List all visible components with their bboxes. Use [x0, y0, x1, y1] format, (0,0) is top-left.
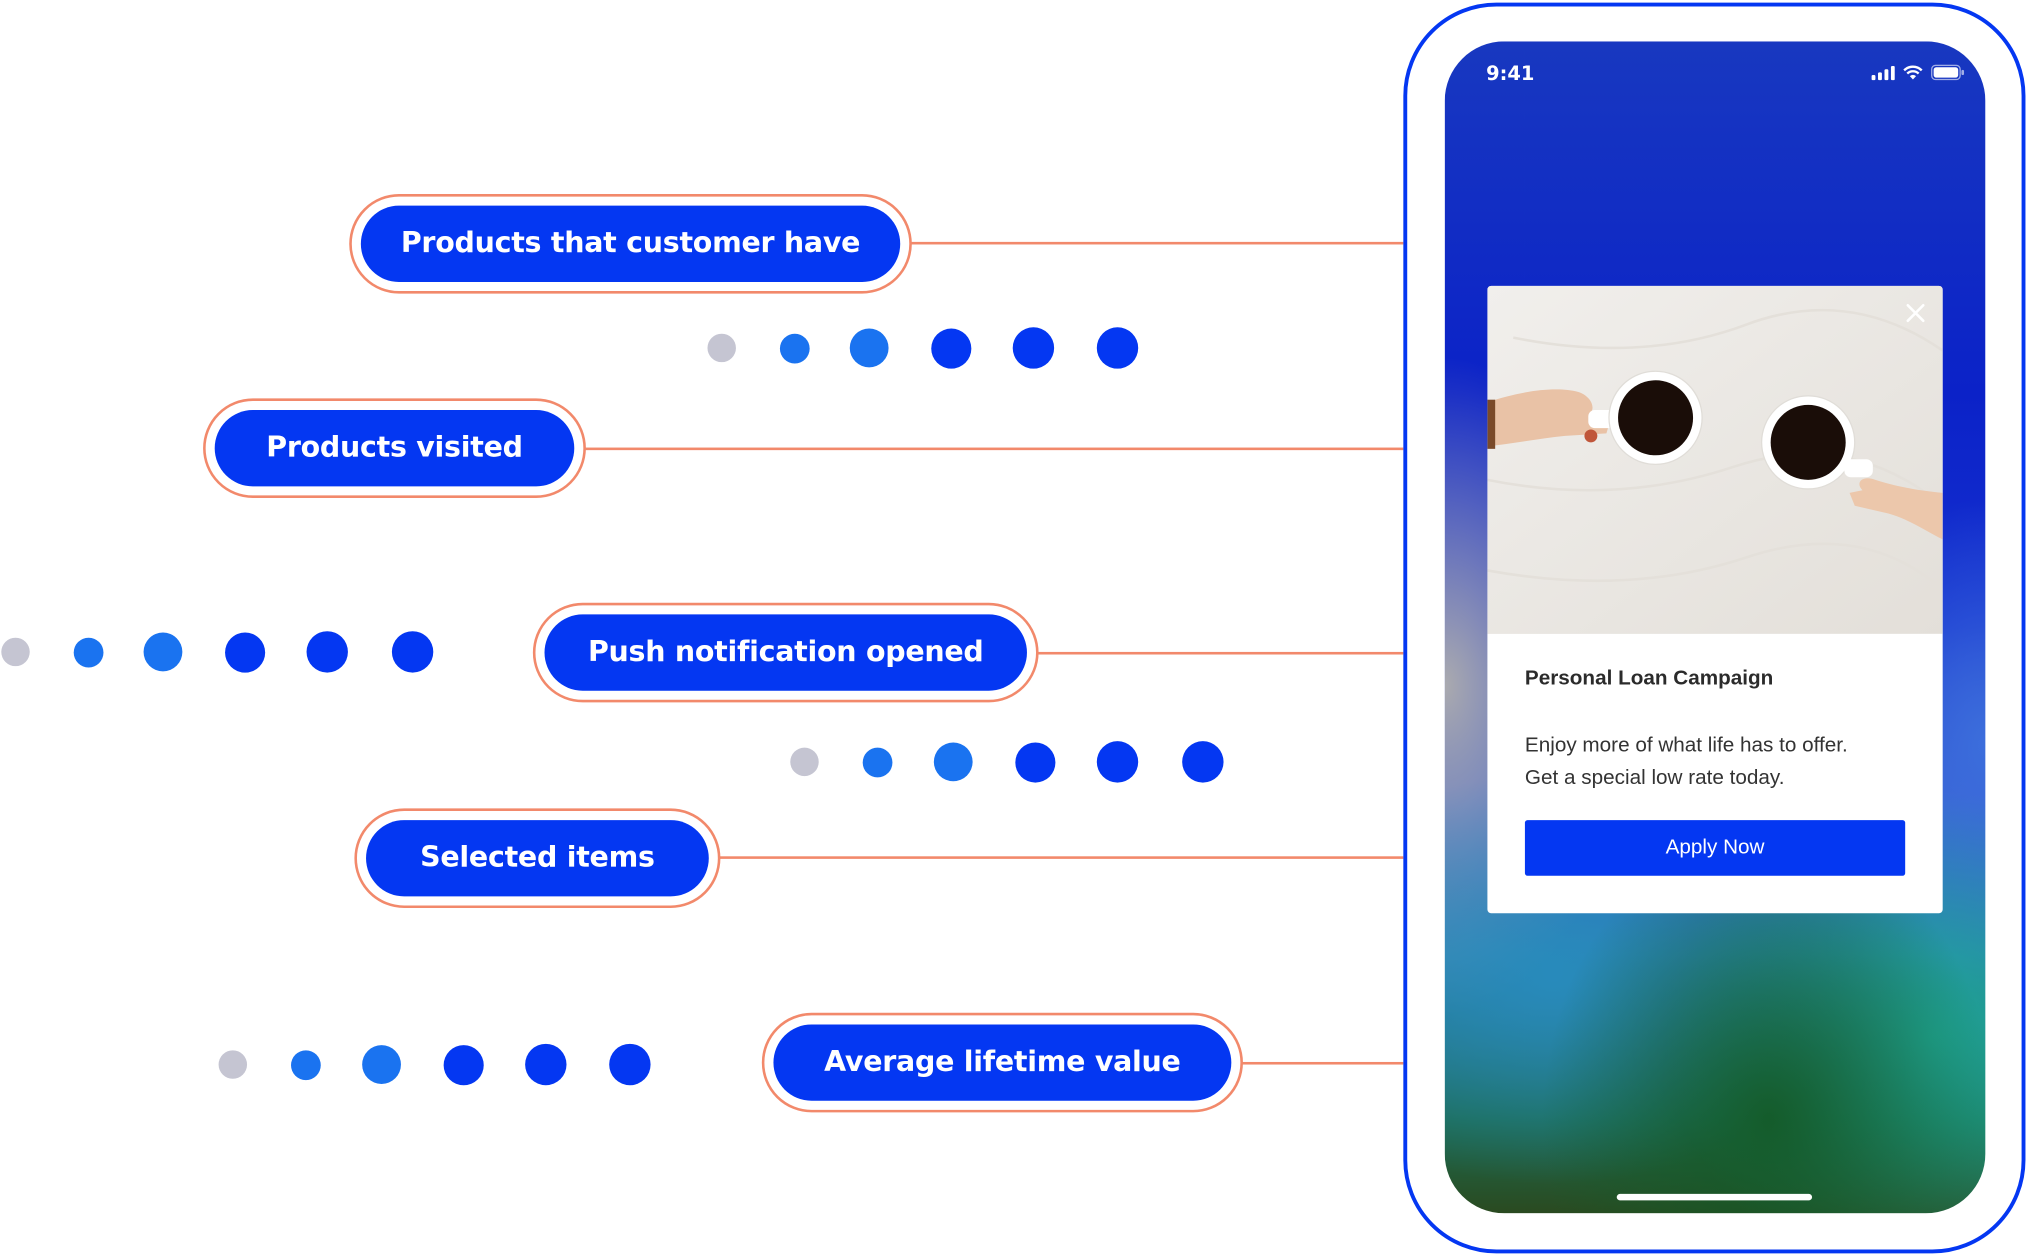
label-pill-ring: Push notification opened	[532, 602, 1039, 703]
progress-dot	[779, 333, 810, 363]
progress-dot	[391, 631, 434, 673]
card-body: Enjoy more of what life has to offer. Ge…	[1525, 730, 1913, 795]
progress-dot	[290, 1049, 321, 1080]
label-pill-ring: Products visited	[203, 398, 586, 498]
progress-dot	[73, 637, 103, 667]
campaign-card: Personal Loan Campaign Enjoy more of wha…	[1487, 285, 1943, 914]
label-products-visited: Products visited	[214, 410, 575, 487]
label-pill-ring: Average lifetime value	[761, 1012, 1243, 1113]
progress-dot	[707, 333, 736, 363]
progress-dot	[442, 1044, 484, 1085]
progress-dot	[1182, 741, 1224, 783]
status-time: 9:41	[1486, 62, 1535, 86]
progress-dot	[1012, 327, 1055, 369]
progress-dot	[862, 746, 892, 777]
progress-dot	[1, 637, 30, 667]
label-push-notification-opened: Push notification opened	[544, 614, 1027, 691]
connector-line	[905, 241, 1404, 245]
connector-line	[579, 447, 1404, 451]
progress-dot	[1096, 327, 1139, 369]
progress-dot	[218, 1050, 248, 1079]
coffee-illustration	[1487, 285, 1943, 634]
progress-dot	[609, 1043, 651, 1086]
label-products-customer-have: Products that customer have	[360, 205, 901, 282]
card-title: Personal Loan Campaign	[1524, 667, 1774, 690]
progress-dot	[930, 327, 971, 369]
progress-dot	[224, 631, 265, 672]
home-indicator[interactable]	[1616, 1193, 1813, 1201]
signal-icon	[1871, 65, 1895, 80]
phone-screen: 9:41	[1444, 41, 1986, 1214]
connector-line	[715, 856, 1404, 859]
progress-dot	[362, 1045, 401, 1084]
label-average-lifetime-value: Average lifetime value	[773, 1024, 1232, 1101]
progress-dot	[933, 742, 973, 782]
label-selected-items: Selected items	[366, 820, 709, 897]
progress-dot	[1096, 741, 1139, 783]
close-icon[interactable]	[1904, 301, 1927, 324]
progress-dot	[143, 632, 183, 672]
progress-dot	[1014, 741, 1055, 782]
card-body-line: Get a special low rate today.	[1524, 767, 1785, 790]
progress-dot	[525, 1043, 567, 1086]
label-pill-ring: Selected items	[354, 808, 721, 909]
connector-line	[1034, 651, 1404, 655]
progress-dot	[306, 631, 348, 673]
progress-dot	[790, 747, 819, 777]
coffee-cups-image	[1487, 285, 1943, 634]
progress-dot	[849, 328, 889, 368]
apply-now-button[interactable]: Apply Now	[1524, 820, 1906, 876]
label-pill-ring: Products that customer have	[349, 194, 912, 294]
wifi-icon	[1903, 65, 1923, 80]
card-body-line: Enjoy more of what life has to offer.	[1524, 734, 1848, 757]
connector-line	[1237, 1061, 1404, 1065]
status-icons	[1871, 64, 1965, 81]
battery-icon	[1931, 64, 1965, 81]
